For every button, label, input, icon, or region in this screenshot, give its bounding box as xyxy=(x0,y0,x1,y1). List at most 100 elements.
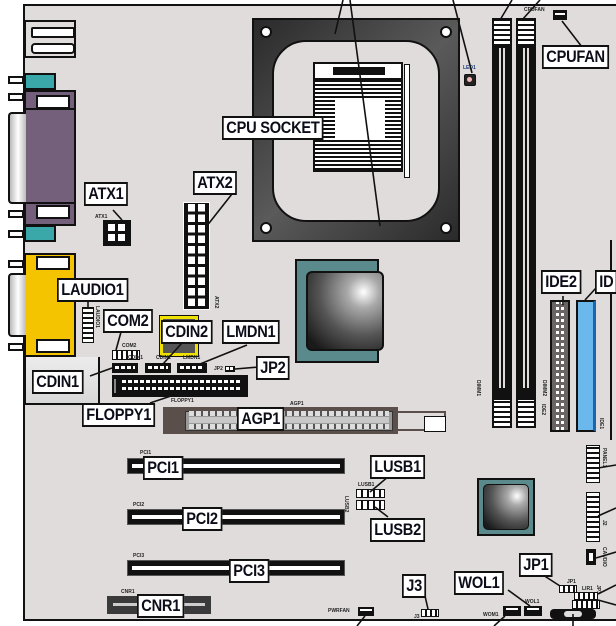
wom1-silkscreen: WOM1 xyxy=(483,612,499,618)
wol1-header[interactable] xyxy=(524,606,542,616)
cdin1-silkscreen: CDIN1 xyxy=(128,355,144,361)
cdin1-header[interactable] xyxy=(112,363,138,373)
ps2-clip-bottom xyxy=(24,225,56,242)
battery-holder xyxy=(550,609,596,619)
pci2-silkscreen: PCI2 xyxy=(133,502,145,508)
wol1-label: WOL1 xyxy=(454,571,504,595)
jp2-jumper[interactable] xyxy=(225,366,235,372)
cdin2-silkscreen: CDIN2 xyxy=(156,355,172,361)
jp1-silkscreen: JP1 xyxy=(567,579,576,585)
cpu-socket-label: CPU SOCKET xyxy=(222,116,324,140)
cnr1-silkscreen: CNR1 xyxy=(121,589,135,595)
pwrfan-silkscreen: PWRFAN xyxy=(328,608,350,614)
jp3-silkscreen: JP3 xyxy=(595,585,601,594)
pci3-label: PCI3 xyxy=(229,559,270,583)
parallel-port xyxy=(24,90,76,226)
caudio-silkscreen: CAUDIO xyxy=(601,547,607,567)
wol1-silkscreen: WOL1 xyxy=(525,599,540,605)
lusb2-silkscreen: LUSB2 xyxy=(343,496,349,513)
lusb2-label: LUSB2 xyxy=(370,518,426,542)
cpufan-header[interactable] xyxy=(553,10,567,20)
ide2-silkscreen: IDE2 xyxy=(540,404,546,416)
j3-silkscreen: J3 xyxy=(414,614,420,620)
lusb1-header[interactable] xyxy=(356,489,385,498)
led1 xyxy=(464,74,476,86)
dimm2-silkscreen: DIMM2 xyxy=(541,380,547,397)
screw-post xyxy=(8,260,24,268)
lusb2-header[interactable] xyxy=(356,500,385,510)
com2-silkscreen: COM2 xyxy=(122,343,137,349)
lusb1-label: LUSB1 xyxy=(370,455,426,479)
j3-header[interactable] xyxy=(421,609,439,617)
panel1-silkscreen: PANEL1 xyxy=(601,448,607,468)
northbridge-chipset xyxy=(295,259,384,363)
cdin1-label: CDIN1 xyxy=(32,370,84,394)
screw-post xyxy=(8,76,24,84)
com2-label: COM2 xyxy=(103,309,153,333)
jp1-jumper[interactable] xyxy=(559,585,577,593)
laudio1-header[interactable] xyxy=(82,307,94,343)
floppy1-connector[interactable] xyxy=(112,375,248,397)
pci1-silkscreen: PCI1 xyxy=(140,450,152,456)
ide1-label: ID xyxy=(595,270,616,294)
atx2-label: ATX2 xyxy=(193,171,237,195)
serial-port xyxy=(24,253,76,357)
lir1-header[interactable] xyxy=(574,592,598,600)
ide1-silkscreen: IDE1 xyxy=(598,418,604,430)
atx2-connector[interactable] xyxy=(183,202,210,310)
dimm-slot-2[interactable] xyxy=(516,18,536,428)
lmdn1-silkscreen: LMDN1 xyxy=(183,355,201,361)
panel1-header[interactable] xyxy=(586,445,600,483)
pci3-silkscreen: PCI3 xyxy=(133,553,145,559)
ide2-label: IDE2 xyxy=(541,270,582,294)
atx1-label: ATX1 xyxy=(84,182,128,206)
socket-lever[interactable] xyxy=(404,64,410,178)
board-edge xyxy=(610,240,612,440)
cpufan-label: CPUFAN xyxy=(542,45,610,69)
dimm-slot-1[interactable] xyxy=(492,18,512,428)
lmdn1-label: LMDN1 xyxy=(222,320,280,344)
lir1-silkscreen: LIR1 xyxy=(582,586,593,592)
ide1-connector[interactable] xyxy=(576,300,596,432)
floppy1-label: FLOPPY1 xyxy=(82,403,156,427)
j3-label: J3 xyxy=(402,574,427,598)
jp2-label: JP2 xyxy=(256,356,290,380)
screw-post xyxy=(8,93,24,101)
pci2-slot[interactable] xyxy=(127,509,345,525)
cnr1-label: CNR1 xyxy=(137,594,185,618)
screw-post xyxy=(8,343,24,351)
j2-header[interactable] xyxy=(586,492,600,542)
cdin2-label: CDIN2 xyxy=(161,320,213,344)
jp3-header[interactable] xyxy=(572,600,600,609)
screw-post xyxy=(8,230,24,238)
ide2-connector[interactable] xyxy=(550,300,570,432)
screw-post xyxy=(8,210,24,218)
j2-silkscreen: J2 xyxy=(601,520,607,526)
led1-silkscreen: LED1 xyxy=(463,65,476,71)
usb-port-stack xyxy=(24,20,76,58)
agp-retention[interactable] xyxy=(398,411,446,432)
wom1-header[interactable] xyxy=(503,606,521,616)
floppy1-silkscreen: FLOPPY1 xyxy=(171,398,194,404)
laudio1-label: LAUDIO1 xyxy=(57,278,128,302)
com2-header[interactable] xyxy=(112,350,140,360)
atx1-silkscreen: ATX1 xyxy=(95,214,108,220)
atx2-silkscreen: ATX2 xyxy=(213,296,219,309)
laudio1-silkscreen: LAUDIO1 xyxy=(94,306,100,328)
dimm1-silkscreen: DIMM1 xyxy=(475,380,481,397)
lmdn1-header[interactable] xyxy=(177,363,207,373)
cpu-socket[interactable] xyxy=(313,62,403,172)
atx1-connector[interactable] xyxy=(103,220,131,246)
agp1-label: AGP1 xyxy=(237,407,285,431)
jp1-label: JP1 xyxy=(519,553,553,577)
cpufan-silkscreen: CPUFAN xyxy=(524,7,545,13)
pci1-label: PCI1 xyxy=(143,456,184,480)
parallel-port-shell xyxy=(8,112,26,204)
agp1-silkscreen: AGP1 xyxy=(290,401,304,407)
serial-port-shell xyxy=(8,273,26,337)
caudio-header[interactable] xyxy=(586,549,596,565)
cdin2-header[interactable] xyxy=(145,363,171,373)
lusb1-silkscreen: LUSB1 xyxy=(358,482,375,488)
jp2-silkscreen: JP2 xyxy=(214,366,223,372)
pwrfan-header[interactable] xyxy=(358,607,374,616)
